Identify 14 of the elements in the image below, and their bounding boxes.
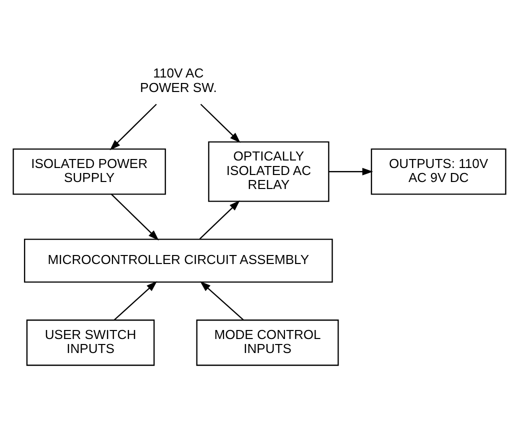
arrow xyxy=(110,103,157,150)
arrow xyxy=(114,280,158,320)
node-box: MICROCONTROLLER CIRCUIT ASSEMBLY xyxy=(24,238,333,282)
node-box: ISOLATED POWER SUPPLY xyxy=(12,148,166,194)
node-box: USER SWITCH INPUTS xyxy=(26,319,155,366)
arrow xyxy=(200,280,244,320)
arrow xyxy=(200,103,240,142)
arrow xyxy=(199,200,240,239)
node-box: OUTPUTS: 110V AC 9V DC xyxy=(370,148,506,194)
node-box: OPTICALLY ISOLATED AC RELAY xyxy=(208,140,330,202)
arrow xyxy=(110,193,159,240)
arrow xyxy=(328,167,374,175)
node-box: MODE CONTROL INPUTS xyxy=(196,319,339,366)
node-text: 110V AC POWER SW. xyxy=(140,65,217,94)
